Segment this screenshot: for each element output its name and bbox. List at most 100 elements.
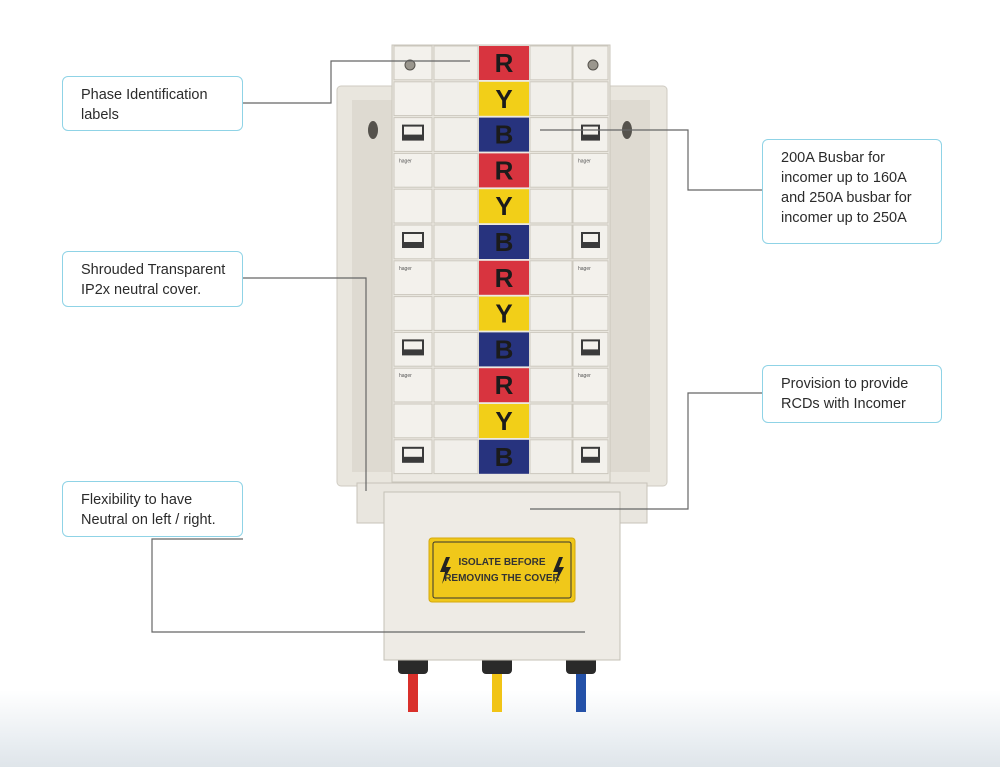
phase-tag-label-3: B <box>495 120 514 150</box>
blank-module-right-6 <box>529 224 573 260</box>
phase-tag-label-8: Y <box>495 299 512 329</box>
warning-sign <box>428 537 576 603</box>
breaker-left-5 <box>393 188 433 224</box>
breaker-left-7 <box>393 260 433 296</box>
breaker-lever-right-9 <box>583 341 598 350</box>
breaker-brand-left-7: hager <box>399 266 412 272</box>
blank-module-left-1 <box>433 45 479 81</box>
breaker-right-7 <box>572 260 609 296</box>
phase-tag-2 <box>479 81 529 116</box>
breaker-left-2 <box>393 81 433 117</box>
phase-tag-label-9: B <box>495 334 514 364</box>
bracket-flange-left <box>352 100 397 472</box>
breaker-left-4 <box>393 152 433 188</box>
breaker-lever-left-12 <box>404 448 422 457</box>
blank-module-left-3 <box>433 117 479 152</box>
cable-2 <box>492 672 502 712</box>
leader-rcd <box>530 392 762 510</box>
keyhole-left <box>368 121 378 139</box>
blank-module-right-11 <box>529 403 573 439</box>
breaker-brand-left-4: hager <box>399 158 412 164</box>
lightning-icon-left <box>440 557 451 584</box>
callout-phase-identification: Phase Identification labels <box>62 76 243 131</box>
phase-tag-11 <box>479 404 529 438</box>
phase-tag-label-7: R <box>495 263 514 293</box>
breaker-left-8 <box>393 296 433 331</box>
breaker-lever-left-9 <box>404 341 422 350</box>
breaker-right-12 <box>572 439 609 475</box>
screw-1 <box>404 59 416 71</box>
callout-rcd-provision: Provision to provide RCDs with Incomer <box>762 365 942 423</box>
blank-module-right-8 <box>529 296 573 331</box>
blank-module-left-6 <box>433 224 479 260</box>
blank-module-right-10 <box>529 367 573 403</box>
phase-tag-6 <box>479 225 529 259</box>
breaker-lever-right-12 <box>583 448 598 457</box>
blank-module-left-4 <box>433 152 479 188</box>
blank-module-left-5 <box>433 188 479 224</box>
phase-tag-label-1: R <box>495 48 514 78</box>
leader-busbar <box>540 129 762 191</box>
phase-tag-3 <box>479 117 529 152</box>
cable-3 <box>576 672 586 712</box>
leader-phase-id <box>243 60 470 104</box>
phase-tag-5 <box>479 189 529 224</box>
lightning-icon-right <box>553 557 564 584</box>
phase-tag-label-2: Y <box>495 84 512 114</box>
warning-line-1: ISOLATE BEFORE <box>458 557 545 568</box>
bracket-flange-right <box>605 100 650 472</box>
cable-1 <box>408 672 418 712</box>
phase-tag-7 <box>479 260 529 295</box>
blank-module-left-12 <box>433 439 479 475</box>
phase-tag-label-11: Y <box>495 406 512 436</box>
breaker-brand-right-4: hager <box>578 158 591 164</box>
warning-line-2: REMOVING THE COVER <box>444 573 560 584</box>
breaker-brand-right-7: hager <box>578 266 591 272</box>
leader-shroud <box>243 277 367 491</box>
phase-tag-label-12: B <box>495 442 514 472</box>
blank-module-right-4 <box>529 152 573 188</box>
breaker-brand-left-10: hager <box>399 373 412 379</box>
blank-module-right-5 <box>529 188 573 224</box>
breaker-brand-right-10: hager <box>578 373 591 379</box>
breaker-right-4 <box>572 152 609 188</box>
phase-tag-label-5: Y <box>495 191 512 221</box>
blank-module-right-12 <box>529 439 573 475</box>
breaker-right-10 <box>572 367 609 403</box>
callout-busbar-rating: 200A Busbar for incomer up to 160A and 2… <box>762 139 942 244</box>
callout-neutral-flexibility: Flexibility to have Neutral on left / ri… <box>62 481 243 537</box>
callout-shrouded-cover: Shrouded Transparent IP2x neutral cover. <box>62 251 243 307</box>
phase-tag-4 <box>479 153 529 188</box>
breaker-right-5 <box>572 188 609 224</box>
blank-module-left-10 <box>433 367 479 403</box>
phase-tag-label-10: R <box>495 370 514 400</box>
phase-tag-10 <box>479 368 529 403</box>
phase-tag-9 <box>479 332 529 367</box>
leader-flexibility <box>151 538 585 633</box>
breaker-right-11 <box>572 403 609 439</box>
blank-module-right-2 <box>529 81 573 117</box>
warning-sign-border <box>432 541 572 599</box>
phase-tag-label-6: B <box>495 227 514 257</box>
phase-tag-1 <box>479 46 529 80</box>
screw-2 <box>587 59 599 71</box>
blank-module-left-2 <box>433 81 479 117</box>
breaker-lever-left-6 <box>404 234 422 242</box>
breaker-left-11 <box>393 403 433 439</box>
blank-module-right-3 <box>529 117 573 152</box>
blank-module-right-9 <box>529 331 573 367</box>
blank-module-left-7 <box>433 260 479 296</box>
blank-module-left-11 <box>433 403 479 439</box>
breaker-left-10 <box>393 367 433 403</box>
breaker-right-8 <box>572 296 609 331</box>
blank-module-left-9 <box>433 331 479 367</box>
breaker-lever-left-3 <box>404 126 422 135</box>
blank-module-right-1 <box>529 45 573 81</box>
blank-module-left-8 <box>433 296 479 331</box>
phase-tag-8 <box>479 296 529 331</box>
breaker-right-2 <box>572 81 609 117</box>
phase-tag-label-4: R <box>495 155 514 185</box>
breaker-lever-right-6 <box>583 234 598 242</box>
